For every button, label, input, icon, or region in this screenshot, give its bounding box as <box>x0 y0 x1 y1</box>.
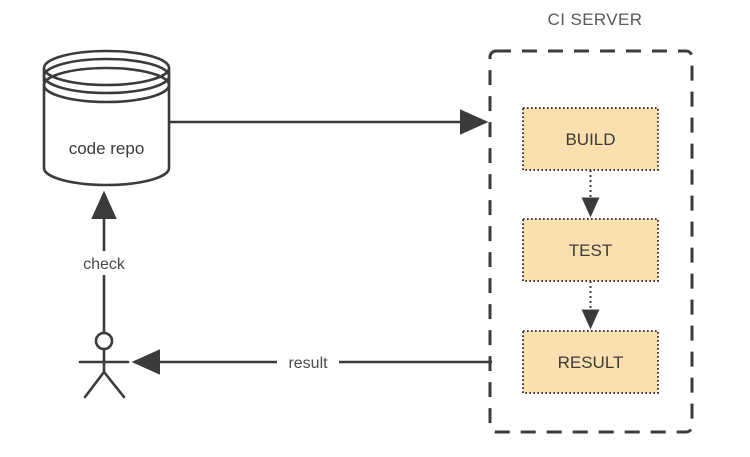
node-test[interactable]: TEST <box>522 218 659 282</box>
code-repo-ridge-2 <box>42 57 171 95</box>
edge-actor-to-repo-label: check <box>83 256 126 273</box>
node-test-shape <box>522 218 659 282</box>
code-repo-label: code repo <box>69 139 145 158</box>
code-repo-ridge-1 <box>42 49 171 87</box>
ci-server-label: CI SERVER <box>548 10 643 29</box>
code-repo-body <box>42 68 171 187</box>
actor-head-icon <box>94 331 114 351</box>
edge-actor-to-repo-label-bg <box>73 251 135 275</box>
node-test-label: TEST <box>569 241 612 260</box>
edge-ci-to-actor: result <box>131 349 492 375</box>
edge-ci-to-actor-label: result <box>288 355 328 372</box>
actor-node <box>78 331 130 399</box>
node-result[interactable]: RESULT <box>522 330 659 394</box>
node-build-label: BUILD <box>565 130 615 149</box>
node-result-label: RESULT <box>558 353 624 372</box>
node-result-shape <box>522 330 659 394</box>
node-build[interactable]: BUILD <box>522 107 659 171</box>
actor-leg-right <box>102 370 126 399</box>
edge-actor-to-repo: check <box>73 190 135 333</box>
code-repo-ridge-3 <box>42 66 171 104</box>
code-repo-node <box>42 49 171 187</box>
actor-leg-left <box>83 370 106 399</box>
edge-ci-to-actor-label-bg <box>277 350 339 374</box>
